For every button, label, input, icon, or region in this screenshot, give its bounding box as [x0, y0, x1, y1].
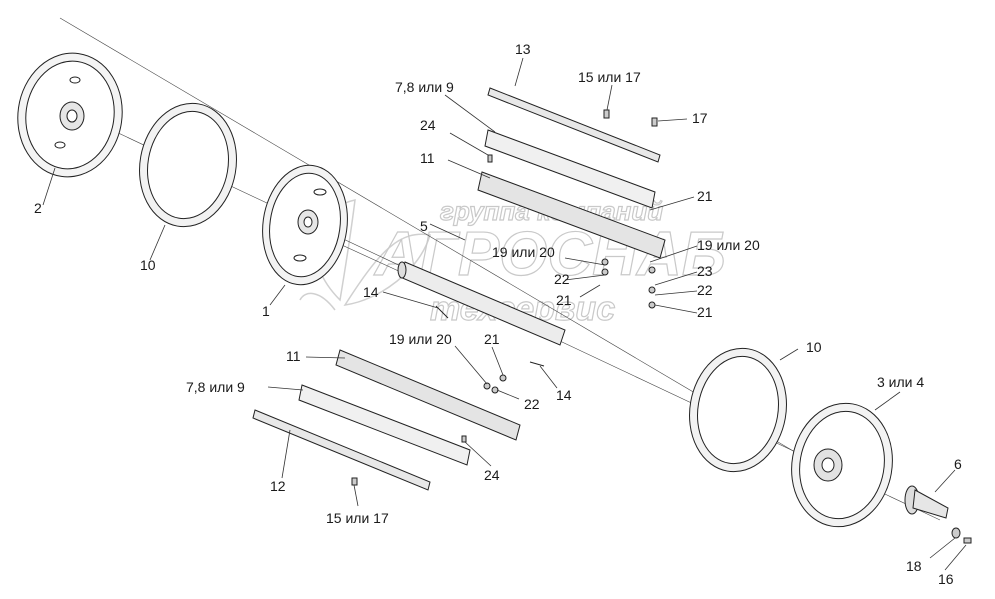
label-15-or-17-top: 15 или 17 — [578, 69, 641, 85]
callout-labels: 13 15 или 17 17 7,8 или 9 24 11 21 5 19 … — [34, 41, 962, 587]
label-19-or-20-bottom: 19 или 20 — [389, 331, 452, 347]
leader-lines — [42, 57, 967, 571]
label-3-or-4: 3 или 4 — [877, 374, 924, 390]
washer-part-18 — [951, 527, 961, 539]
knife-part-12 — [252, 409, 431, 491]
shaft-part-5 — [397, 261, 566, 346]
disc-part-2 — [17, 52, 123, 178]
label-23: 23 — [697, 263, 713, 279]
label-21-right-top: 21 — [697, 188, 713, 204]
label-12: 12 — [270, 478, 286, 494]
hub-part-6 — [904, 485, 949, 519]
label-10-right: 10 — [806, 339, 822, 355]
label-11-top: 11 — [420, 150, 435, 166]
bolts-top — [487, 109, 658, 309]
bolt-part-16 — [963, 537, 972, 544]
label-24-top: 24 — [420, 117, 436, 133]
label-1: 1 — [262, 303, 270, 319]
label-10-left: 10 — [140, 257, 156, 273]
label-17: 17 — [692, 110, 708, 126]
label-19-or-20-right: 19 или 20 — [697, 237, 760, 253]
blade-part-7-8-9-top — [484, 129, 656, 209]
bar-part-11-top — [477, 171, 666, 259]
knife-part-13 — [487, 87, 661, 163]
label-24-bottom: 24 — [484, 467, 500, 483]
label-14-right: 14 — [556, 387, 572, 403]
bolts-bottom — [351, 361, 545, 486]
label-13: 13 — [515, 41, 531, 57]
label-7-8-or-9-top: 7,8 или 9 — [395, 79, 454, 95]
label-19-or-20-mid: 19 или 20 — [492, 244, 555, 260]
label-22-bottom: 22 — [524, 396, 540, 412]
disc-part-1 — [262, 164, 348, 286]
label-2: 2 — [34, 200, 42, 216]
label-21-bottom: 21 — [484, 331, 500, 347]
ring-part-10-right — [689, 347, 787, 473]
label-16: 16 — [938, 571, 954, 587]
label-6: 6 — [954, 456, 962, 472]
label-21-mid: 21 — [556, 292, 572, 308]
label-14-left: 14 — [363, 284, 379, 300]
label-22-mid: 22 — [554, 271, 570, 287]
label-5: 5 — [420, 218, 428, 234]
label-22-right: 22 — [697, 282, 713, 298]
blade-part-7-8-9-bottom — [298, 384, 471, 466]
label-7-8-or-9-bottom: 7,8 или 9 — [186, 379, 245, 395]
ring-part-10-left — [139, 102, 237, 228]
disc-part-3-or-4 — [791, 402, 893, 528]
label-15-or-17-bottom: 15 или 17 — [326, 510, 389, 526]
label-18: 18 — [906, 558, 922, 574]
label-21-right: 21 — [697, 304, 713, 320]
label-11-bottom: 11 — [286, 348, 301, 364]
bar-part-11-bottom — [335, 349, 521, 441]
